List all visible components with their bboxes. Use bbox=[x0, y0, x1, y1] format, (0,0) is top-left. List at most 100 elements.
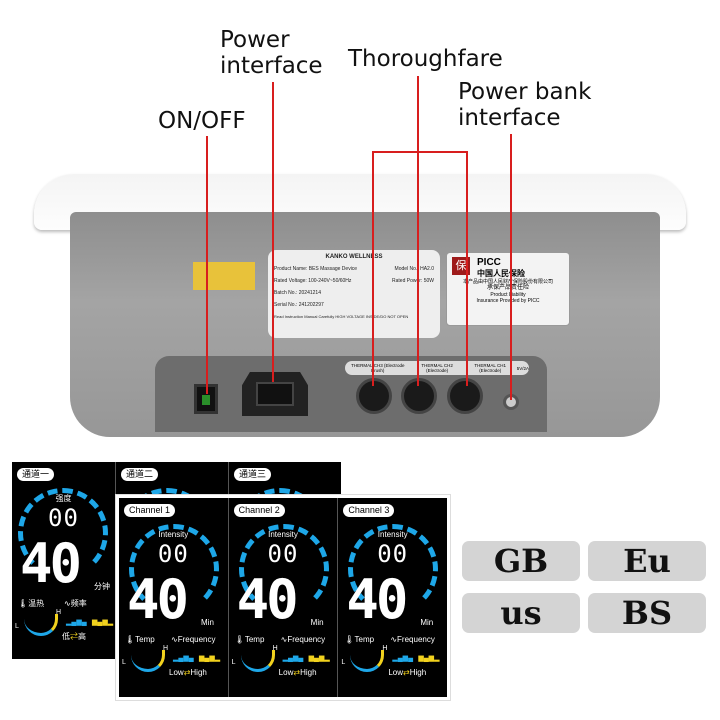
temp-text: Temp bbox=[354, 635, 375, 644]
low-bars-icon: ▂▄▆▄ bbox=[66, 619, 87, 626]
leader-line bbox=[272, 82, 274, 382]
temp-arc bbox=[240, 650, 275, 672]
batch: Batch No.: 20241214 bbox=[274, 290, 321, 296]
intensity-label: Intensity bbox=[377, 530, 408, 539]
temp-text: Temp bbox=[135, 635, 155, 644]
wave-icon: ∿ bbox=[64, 599, 71, 608]
high-text: 高 bbox=[78, 632, 86, 641]
picc-line3: Product Liability bbox=[490, 291, 526, 298]
frequency-range: Low⇄High bbox=[388, 668, 426, 678]
high-text: High bbox=[300, 668, 317, 677]
channel-label: 通道三 bbox=[234, 468, 272, 481]
temp-low-mark: L bbox=[231, 659, 236, 666]
temp-arc bbox=[24, 614, 58, 636]
channel-label: Channel 3 bbox=[343, 504, 395, 517]
leader-line bbox=[206, 136, 208, 394]
high-text: High bbox=[190, 668, 207, 677]
port-ch1[interactable] bbox=[447, 378, 483, 414]
high-bars-icon: ▆▄▆▂ bbox=[199, 655, 221, 662]
temp-high-mark: H bbox=[272, 645, 278, 652]
temp-label: 🌡Temp bbox=[235, 634, 265, 646]
frequency-label: ∿Frequency bbox=[390, 635, 435, 645]
picc-line1: 本产品由中国人民财产保险股份有限公司 bbox=[462, 278, 553, 285]
low-text: 低 bbox=[62, 632, 70, 641]
thermometer-icon: 🌡 bbox=[125, 635, 136, 644]
frequency-text: Frequency bbox=[287, 635, 326, 644]
temp-arc bbox=[350, 650, 385, 672]
time-digits: 40 bbox=[236, 568, 299, 631]
wave-icon: ∿ bbox=[171, 635, 178, 644]
low-text: Low bbox=[388, 668, 404, 677]
intensity-digits: 00 bbox=[157, 540, 189, 568]
low-text: Low bbox=[169, 668, 184, 677]
product-name: Product Name: BES Massage Device bbox=[274, 266, 358, 272]
channel-label: Channel 2 bbox=[233, 504, 285, 517]
frequency-text: Frequency bbox=[177, 635, 216, 644]
frequency-label: ∿频率 bbox=[64, 599, 87, 609]
frequency-text: Frequency bbox=[397, 635, 435, 644]
picc-name: 中国人民保险 bbox=[477, 269, 525, 278]
channel-label: 通道二 bbox=[121, 468, 159, 481]
high-bars-icon: ▆▄▆▂ bbox=[308, 655, 330, 662]
low-text: Low bbox=[278, 668, 294, 677]
frequency-label: ∿Frequency bbox=[171, 635, 216, 645]
display-panel-english: Channel 1 Intensity 00 40 Min 🌡Temp ∿Fre… bbox=[115, 494, 451, 701]
power-socket[interactable] bbox=[242, 372, 308, 416]
leader-line bbox=[510, 134, 512, 400]
intensity-arc bbox=[348, 524, 439, 614]
port-labels: THERMAL CH3 (Electrode Brush) THERMAL CH… bbox=[345, 361, 529, 375]
temp-text: 温热 bbox=[28, 599, 45, 608]
thermometer-icon: 🌡 bbox=[234, 635, 245, 644]
voltage: Rated Voltage: 100-240V~50/60Hz bbox=[274, 278, 352, 284]
port-label-ch3: THERMAL CH3 (Electrode Brush) bbox=[351, 363, 405, 373]
temp-text: Temp bbox=[244, 635, 265, 644]
swap-arrows-icon: ⇄ bbox=[293, 668, 301, 677]
callout-power-bank: Power bank interface bbox=[458, 79, 592, 131]
wave-icon: ∿ bbox=[390, 635, 398, 644]
time-unit: Min bbox=[420, 618, 434, 627]
callout-thoroughfare: Thoroughfare bbox=[348, 46, 503, 72]
leader-line bbox=[372, 151, 374, 386]
frequency-text: 频率 bbox=[70, 599, 87, 608]
intensity-digits: 00 bbox=[48, 504, 79, 532]
frequency-range: Low⇄High bbox=[279, 668, 317, 678]
port-label-ch2: THERMAL CH2 (Electrode) bbox=[421, 363, 453, 373]
thermometer-icon: 🌡 bbox=[18, 599, 29, 608]
high-bars-icon: ▆▄▆▂ bbox=[418, 655, 440, 662]
intensity-digits: 00 bbox=[377, 540, 409, 568]
channel-label: 通道一 bbox=[17, 468, 55, 481]
intensity-label: 强度 bbox=[55, 494, 72, 503]
low-bars-icon: ▂▄▆▄ bbox=[392, 655, 414, 662]
callout-on-off: ON/OFF bbox=[158, 108, 246, 134]
time-unit: Min bbox=[201, 618, 214, 627]
energy-sticker bbox=[193, 262, 255, 290]
thermometer-icon: 🌡 bbox=[344, 635, 355, 644]
picc-brand: PICC bbox=[477, 257, 501, 268]
plug-eu: Eu bbox=[588, 541, 706, 581]
time-unit: Min bbox=[310, 618, 324, 627]
frequency-range: 低⇄高 bbox=[62, 632, 86, 642]
intensity-label: Intensity bbox=[158, 530, 189, 539]
intensity-digits: 00 bbox=[267, 540, 299, 568]
temp-high-mark: H bbox=[382, 645, 388, 652]
plug-gb: GB bbox=[462, 541, 580, 581]
temp-arc bbox=[131, 650, 165, 672]
frequency-range: Low⇄High bbox=[169, 668, 207, 678]
high-bars-icon: ▆▄▆▂ bbox=[92, 619, 114, 626]
device-rating-label: KANKO WELLNESS Product Name: BES Massage… bbox=[268, 250, 440, 338]
temp-high-mark: H bbox=[163, 645, 169, 652]
port-label-dc: 5V/2A bbox=[516, 365, 529, 371]
channel-display: Channel 1 Intensity 00 40 Min 🌡Temp ∿Fre… bbox=[119, 498, 229, 697]
intensity-arc bbox=[129, 524, 219, 614]
port-ch2[interactable] bbox=[401, 378, 437, 414]
time-digits: 40 bbox=[127, 568, 189, 631]
warning: Read Instruction Manual Carefully HIGH V… bbox=[274, 314, 409, 319]
wave-icon: ∿ bbox=[280, 635, 288, 644]
high-text: High bbox=[409, 668, 427, 677]
port-ch3[interactable] bbox=[356, 378, 392, 414]
temp-label: 🌡Temp bbox=[125, 634, 155, 646]
temp-label: 🌡温热 bbox=[18, 598, 44, 610]
channel-display: 通道一 强度 00 40 分钟 🌡温热 ∿频率 L H ▂▄▆▄ ▆▄▆▂ 低⇄… bbox=[12, 462, 116, 659]
swap-arrows-icon: ⇄ bbox=[70, 632, 78, 641]
temp-low-mark: L bbox=[341, 659, 346, 666]
